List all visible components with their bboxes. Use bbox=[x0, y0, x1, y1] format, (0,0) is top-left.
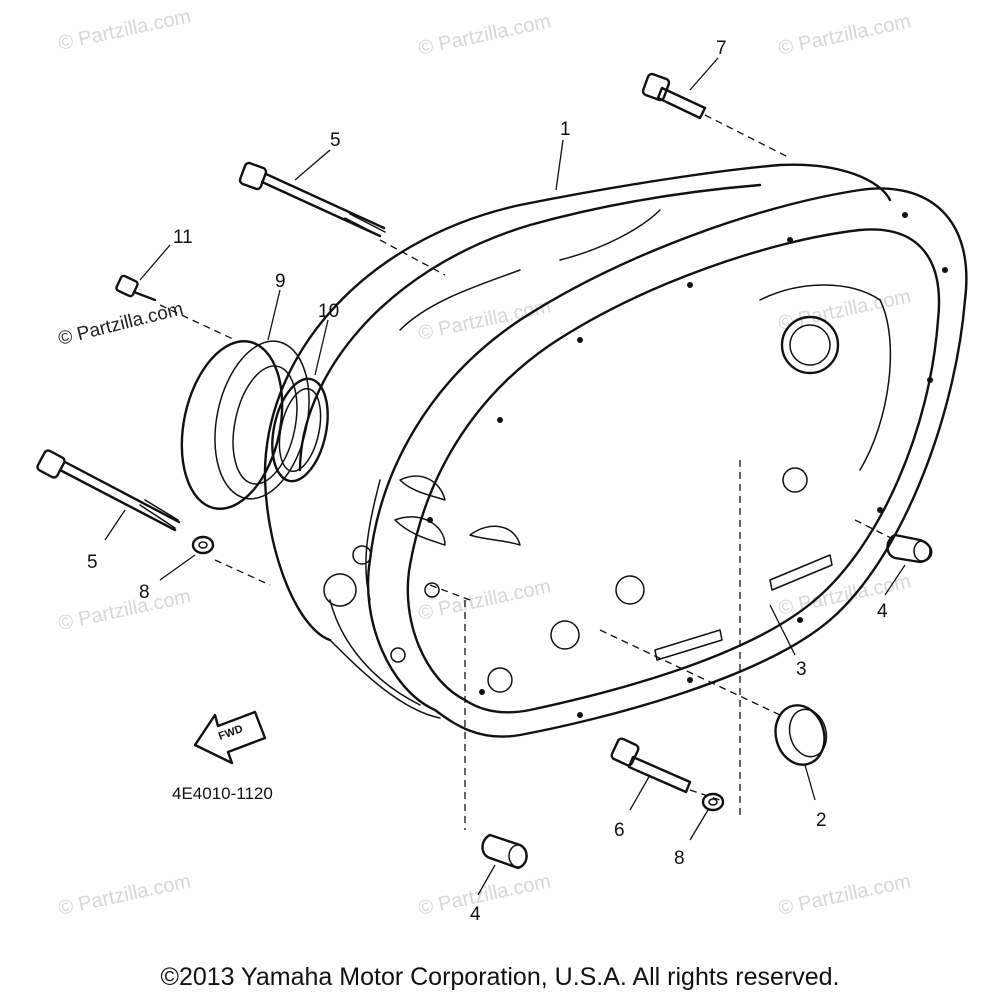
screw bbox=[115, 274, 157, 302]
watermark: © Partzilla.com bbox=[776, 10, 912, 60]
washer-left bbox=[191, 535, 215, 555]
assembly-lines bbox=[159, 114, 896, 830]
callout-3: 3 bbox=[796, 659, 807, 680]
crankcase-cover bbox=[263, 163, 892, 719]
watermark: © Partzilla.com bbox=[416, 870, 552, 920]
watermark: © Partzilla.com bbox=[56, 870, 192, 920]
bolt-long-upper bbox=[238, 161, 386, 238]
callouts: 1 2 3 4 4 5 5 6 7 8 8 9 10 11 bbox=[87, 38, 888, 925]
watermark: © Partzilla.com bbox=[56, 585, 192, 635]
callout-4-right: 4 bbox=[877, 601, 888, 622]
plug-cap bbox=[774, 704, 828, 766]
watermark: © Partzilla.com bbox=[416, 10, 552, 60]
callout-8-left: 8 bbox=[139, 582, 150, 603]
watermark-layer: © Partzilla.com © Partzilla.com © Partzi… bbox=[56, 5, 913, 920]
callout-1: 1 bbox=[560, 119, 571, 140]
watermark: © Partzilla.com bbox=[776, 870, 912, 920]
callout-5-lower: 5 bbox=[87, 552, 98, 573]
oil-seal bbox=[180, 340, 310, 510]
cover-interior bbox=[323, 284, 892, 706]
callout-leaders bbox=[104, 57, 906, 896]
callout-4-bottom: 4 bbox=[470, 904, 481, 925]
callout-2: 2 bbox=[816, 810, 827, 831]
callout-11: 11 bbox=[173, 227, 193, 248]
watermark: © Partzilla.com bbox=[416, 575, 552, 625]
bolt-short-bottom bbox=[610, 737, 692, 794]
watermark: © Partzilla.com bbox=[416, 295, 552, 345]
callout-9: 9 bbox=[275, 271, 286, 292]
diagram-part-number: 4E4010-1120 bbox=[172, 784, 273, 803]
forward-arrow: FWD bbox=[193, 710, 267, 765]
o-ring bbox=[271, 377, 329, 483]
callout-7: 7 bbox=[716, 38, 727, 59]
washer-right bbox=[701, 792, 725, 812]
dowel-pin-bottom bbox=[481, 833, 528, 870]
watermark: © Partzilla.com bbox=[776, 285, 912, 335]
callout-5-upper: 5 bbox=[330, 130, 341, 151]
callout-6: 6 bbox=[614, 820, 625, 841]
callout-10: 10 bbox=[318, 301, 339, 322]
gasket bbox=[366, 187, 968, 738]
bolt-short-top bbox=[641, 72, 707, 120]
copyright-notice: ©2013 Yamaha Motor Corporation, U.S.A. A… bbox=[161, 963, 840, 991]
watermark-dark: © Partzilla.com bbox=[56, 299, 185, 350]
dowel-pin-right bbox=[886, 533, 933, 564]
bolt-long-lower bbox=[36, 449, 181, 532]
callout-8-right: 8 bbox=[674, 848, 685, 869]
watermark: © Partzilla.com bbox=[56, 5, 192, 55]
